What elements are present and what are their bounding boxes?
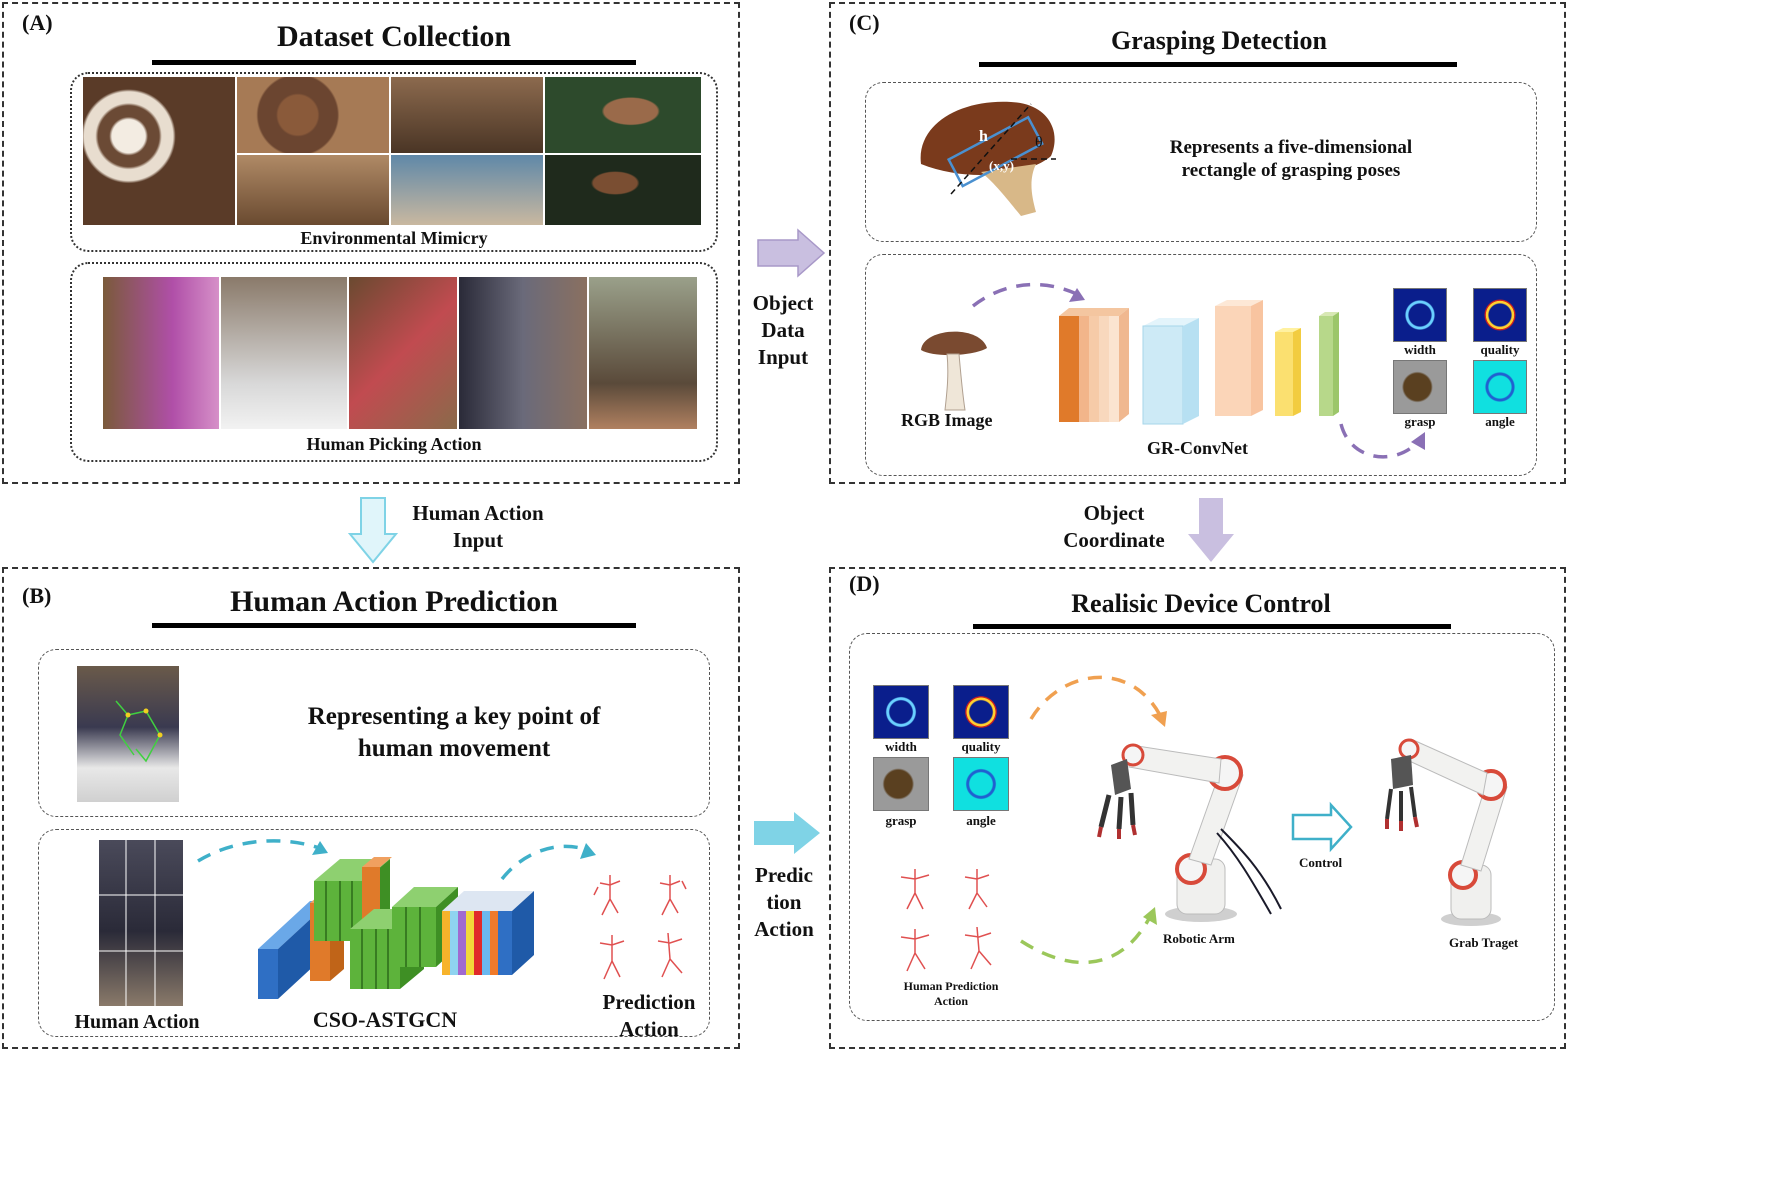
panel-a-label: (A) (22, 10, 53, 35)
grab-target-label: Grab Traget (1449, 935, 1519, 950)
d-human-skeletons (900, 869, 992, 972)
arrow-object-coordinate (1188, 498, 1234, 562)
human-action-input-label: Human Action Input (412, 501, 544, 552)
d-quality-label: quality (961, 739, 1001, 754)
env-mimicry-caption: Environmental Mimicry (300, 228, 488, 248)
arrow-human-action-input (347, 497, 399, 564)
panel-a-title-rule (152, 60, 636, 65)
gr-convnet-diagram (1059, 300, 1339, 425)
panel-d-title: Realisic Device Control (1071, 589, 1331, 618)
d-arrows (1020, 675, 1353, 965)
d-angle-label: angle (966, 813, 996, 828)
panel-c: (C) Grasping Detection h w (x,y) θ Repre… (829, 2, 1566, 484)
panel-a-title: Dataset Collection (276, 20, 512, 53)
mushroom-photo-7 (544, 154, 702, 226)
human-action-photo (98, 839, 184, 1007)
mushroom-photo-6 (544, 76, 702, 154)
d-width-map (873, 685, 929, 739)
object-data-input-label: Object Data Input (752, 291, 814, 369)
symbol-theta: θ (1035, 134, 1043, 151)
prediction-action-label: Prediction Action (602, 990, 696, 1041)
mushroom-photo-1 (82, 76, 236, 226)
panel-c-title-rule (979, 62, 1457, 67)
human-action-grid (98, 839, 184, 1007)
d-width-label: width (885, 739, 917, 754)
keypoint-box (38, 649, 710, 817)
skeleton-overlay (115, 700, 163, 763)
arrow-object-data-input (757, 228, 826, 278)
symbol-h: h (979, 128, 988, 145)
picking-photo-4 (458, 276, 588, 430)
control-label: Control (1299, 855, 1343, 870)
c-grasp-map (1393, 360, 1447, 414)
symbol-xy: (x,y) (989, 158, 1014, 173)
gr-convnet-box (865, 254, 1537, 476)
cso-astgcn-label: CSO-ASTGCN (312, 1007, 458, 1032)
human-action-label: Human Action (74, 1011, 200, 1033)
c-angle-label: angle (1485, 414, 1515, 429)
c-width-map (1393, 288, 1447, 342)
d-grasp-label: grasp (885, 813, 917, 828)
env-mimicry-box (70, 72, 718, 252)
mushroom-photo-4 (390, 76, 544, 154)
human-picking-box (70, 262, 718, 462)
mushroom-photo-3 (236, 154, 390, 226)
grab-target-image (1385, 738, 1508, 926)
robotic-arm-image (1097, 743, 1282, 922)
mushroom-photo-2 (236, 76, 390, 154)
object-coordinate-label: Object Coordinate (1063, 501, 1165, 552)
grasp-pose-description: Represents a five-dimensional rectangle … (1169, 137, 1413, 181)
panel-c-title: Grasping Detection (1111, 26, 1327, 55)
symbol-w: w (943, 194, 955, 211)
grasp-rectangle-diagram (920, 101, 1056, 216)
astgcn-arrows (197, 839, 596, 881)
panel-a: (A) Dataset Collection Environmental Mim… (2, 2, 740, 484)
prediction-skeletons (593, 875, 687, 980)
d-grasp-map (873, 757, 929, 811)
human-prediction-label: Human Prediction Action (903, 979, 999, 1008)
d-angle-map (953, 757, 1009, 811)
arrow-prediction-action (754, 812, 820, 854)
c-quality-map (1473, 288, 1527, 342)
rgb-mushroom-image (921, 331, 987, 411)
astgcn-box (38, 829, 710, 1037)
grasp-pose-box (865, 82, 1537, 242)
keypoint-description: Representing a key point of human moveme… (307, 703, 601, 762)
human-picking-caption: Human Picking Action (306, 434, 482, 454)
panel-d-title-rule (973, 624, 1451, 629)
rgb-to-net-arrow (971, 282, 1425, 459)
picking-photo-3 (348, 276, 458, 430)
panel-c-label: (C) (849, 10, 880, 35)
picking-photo-2 (220, 276, 348, 430)
panel-b-title-rule (152, 623, 636, 628)
panel-b-title: Human Action Prediction (230, 585, 558, 618)
keypoint-photo (76, 665, 180, 803)
robotic-arm-label: Robotic Arm (1163, 931, 1235, 946)
panel-d: (D) Realisic Device Control width qualit… (829, 567, 1566, 1049)
c-width-label: width (1404, 342, 1436, 357)
picking-photo-1 (102, 276, 220, 430)
panel-b-label: (B) (22, 583, 52, 608)
mushroom-photo-5 (390, 154, 544, 226)
prediction-action-flow-label: Predic tion Action (754, 863, 814, 941)
rgb-image-label: RGB Image (901, 410, 993, 430)
cso-astgcn-diagram (258, 857, 534, 999)
device-control-box (849, 633, 1555, 1021)
c-angle-map (1473, 360, 1527, 414)
c-quality-label: quality (1480, 342, 1520, 357)
c-grasp-label: grasp (1404, 414, 1436, 429)
picking-photo-5 (588, 276, 698, 430)
panel-d-label: (D) (849, 571, 880, 596)
gr-convnet-label: GR-ConvNet (1147, 438, 1248, 458)
d-quality-map (953, 685, 1009, 739)
panel-b: (B) Human Action Prediction Representing… (2, 567, 740, 1049)
